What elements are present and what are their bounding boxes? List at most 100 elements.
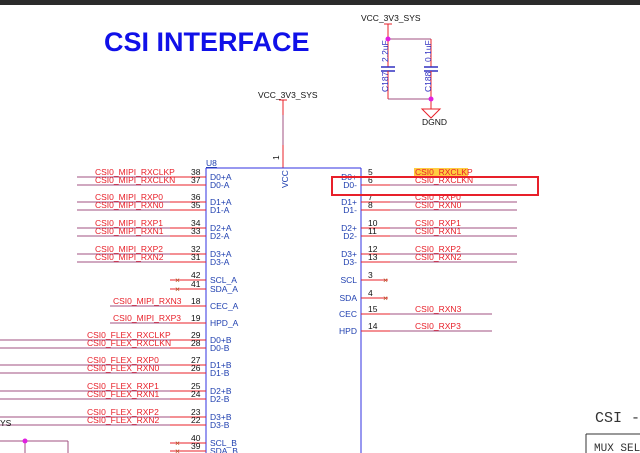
pin-name: D3- (343, 257, 357, 267)
pin-number: 13 (368, 252, 378, 262)
net-label: CSI0_FLEX_RXP2 (87, 407, 159, 417)
pin-name: D3+ (341, 249, 357, 259)
pin-number: 14 (368, 321, 378, 331)
c187-ref: C187 (380, 71, 390, 92)
pin-name: D0- (343, 180, 357, 190)
net-label: CSI0_MIPI_RXP3 (113, 313, 181, 323)
no-connect-icon: × (383, 293, 388, 303)
pin-name: D2-A (210, 231, 230, 241)
pin-name: D2+ (341, 223, 357, 233)
pin-name: SCL_B (210, 438, 237, 448)
pin-number: 27 (191, 355, 201, 365)
net-label: CSI0_FLEX_RXCLKN (87, 338, 171, 348)
vcc-pin-name: VCC (280, 170, 290, 188)
pin-number: 42 (191, 270, 201, 280)
no-connect-icon: × (175, 284, 180, 294)
no-connect-icon: × (175, 438, 180, 448)
no-connect-icon: × (383, 275, 388, 285)
ground-label: DGND (422, 117, 447, 127)
pin-name: HPD_A (210, 318, 239, 328)
pin-name: D1+B (210, 360, 232, 370)
pin-name: SDA_B (210, 446, 238, 453)
pin-number: 33 (191, 226, 201, 236)
selection-highlight (414, 168, 468, 176)
pin-number: 19 (191, 313, 201, 323)
net-label: CSI0_RXP0 (415, 192, 461, 202)
net-label: CSI0_RXP3 (415, 321, 461, 331)
pin-number: 26 (191, 363, 201, 373)
pin-number: 18 (191, 296, 201, 306)
net-label: CSI0_MIPI_RXN1 (95, 226, 164, 236)
ground-icon (420, 108, 442, 119)
left-cut-label: YS (0, 418, 12, 428)
junction-dot (385, 36, 391, 42)
pin-name: D1+ (341, 197, 357, 207)
pin-name: SDA (340, 293, 358, 303)
pin-name: D2+B (210, 386, 232, 396)
net-label: CSI0_MIPI_RXP0 (95, 192, 163, 202)
pin-number: 5 (368, 167, 373, 177)
decoupling-capacitors: VCC_3V3_SYS 2.2uF C187 0.1uF C188 DGND (361, 13, 447, 127)
pin-number: 38 (191, 167, 201, 177)
net-label: CSI0_MIPI_RXN0 (95, 200, 164, 210)
side-block-title: CSI - (595, 410, 640, 427)
pin-name: D1-A (210, 205, 230, 215)
pin-name: SCL (340, 275, 357, 285)
c188-value: 0.1uF (423, 40, 433, 62)
net-label: CSI0_RXP2 (415, 244, 461, 254)
pin-name: D1+A (210, 197, 232, 207)
pin-number: 10 (368, 218, 378, 228)
net-label: CSI0_RXCLKP (415, 167, 473, 177)
pin-name: D0-A (210, 180, 230, 190)
net-label: CSI0_RXN1 (415, 226, 462, 236)
u8-supply-label: VCC_3V3_SYS (258, 90, 318, 100)
net-label: CSI0_FLEX_RXP0 (87, 355, 159, 365)
pin-number: 15 (368, 304, 378, 314)
pin-name: HPD (339, 326, 357, 336)
u8-right-pin-d0-: CSI0_RXCLKN 6D0- (343, 175, 517, 190)
pin-name: SCL_A (210, 275, 237, 285)
pin-name: D0-B (210, 343, 230, 353)
pin-number: 23 (191, 407, 201, 417)
pin-name: D3+B (210, 412, 232, 422)
pin-number: 6 (368, 175, 373, 185)
pin-number: 37 (191, 175, 201, 185)
pin-name: D3+A (210, 249, 232, 259)
c188-ref: C188 (423, 71, 433, 92)
u8-right-pins: CSI0_RXCLKP5D0+CSI0_RXCLKN6D0-CSI0_RXP07… (339, 167, 517, 336)
pin-number: 31 (191, 252, 201, 262)
net-label: CSI0_RXP1 (415, 218, 461, 228)
u8-right-pin-d1-: CSI0_RXP0 7D1+ (341, 192, 517, 207)
csi-side-block: CSI - MUX SEL (585, 410, 640, 453)
no-connect-icon: × (175, 446, 180, 453)
no-connect-icon: × (175, 275, 180, 285)
junction-dot (22, 438, 28, 444)
net-label: CSI0_RXCLKN (415, 175, 473, 185)
pin-number: 11 (368, 226, 377, 236)
pin-number: 7 (368, 192, 373, 202)
u8-power: VCC_3V3_SYS 1 VCC (258, 90, 318, 188)
pin-name: D0+A (210, 172, 232, 182)
pin-number: 24 (191, 389, 201, 399)
net-label: CSI0_MIPI_RXN3 (113, 296, 182, 306)
pin-number: 28 (191, 338, 201, 348)
pin-number: 39 (191, 441, 201, 451)
net-label: CSI0_FLEX_RXN2 (87, 415, 160, 425)
